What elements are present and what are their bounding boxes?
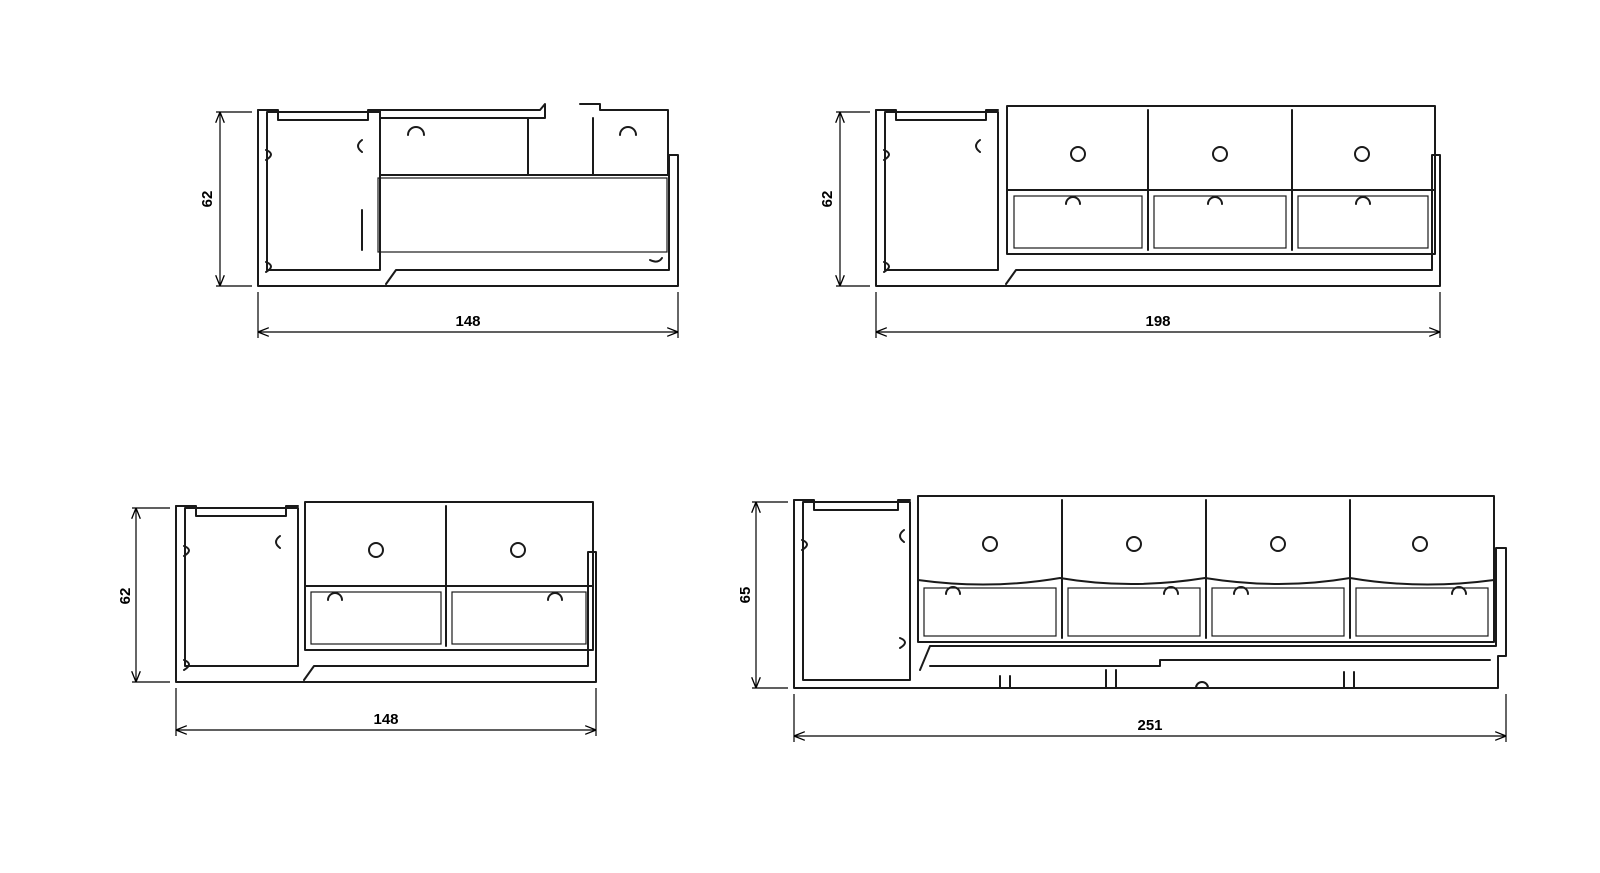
frame-section [793, 499, 1507, 689]
width-label: 198 [1145, 313, 1170, 330]
dimension-width: 198 [875, 292, 1441, 338]
height-label: 62 [199, 191, 216, 208]
dimension-height: 65 [737, 501, 788, 689]
dimension-width: 251 [793, 694, 1507, 742]
profile-top-left: 62 148 [199, 103, 679, 338]
frame-section [875, 109, 1441, 287]
dimension-width: 148 [175, 688, 597, 736]
dimension-height: 62 [199, 111, 252, 287]
profile-bottom-right: 65 251 [737, 495, 1507, 742]
width-label: 148 [373, 711, 398, 728]
width-label: 148 [455, 313, 480, 330]
sash-chambers [917, 495, 1495, 643]
profile-top-right: 62 198 [819, 105, 1441, 338]
dimension-width: 148 [257, 292, 679, 338]
height-label: 62 [819, 191, 836, 208]
frame-section [257, 109, 679, 287]
profile-bottom-left: 62 148 [117, 501, 597, 736]
height-label: 65 [737, 587, 754, 604]
dimension-height: 62 [819, 111, 870, 287]
dimension-height: 62 [117, 507, 170, 683]
width-label: 251 [1137, 717, 1162, 734]
sash-chambers [304, 501, 594, 651]
frame-section [175, 505, 597, 683]
height-label: 62 [117, 588, 134, 605]
sash-section [377, 103, 669, 263]
sash-chambers [1006, 105, 1436, 255]
